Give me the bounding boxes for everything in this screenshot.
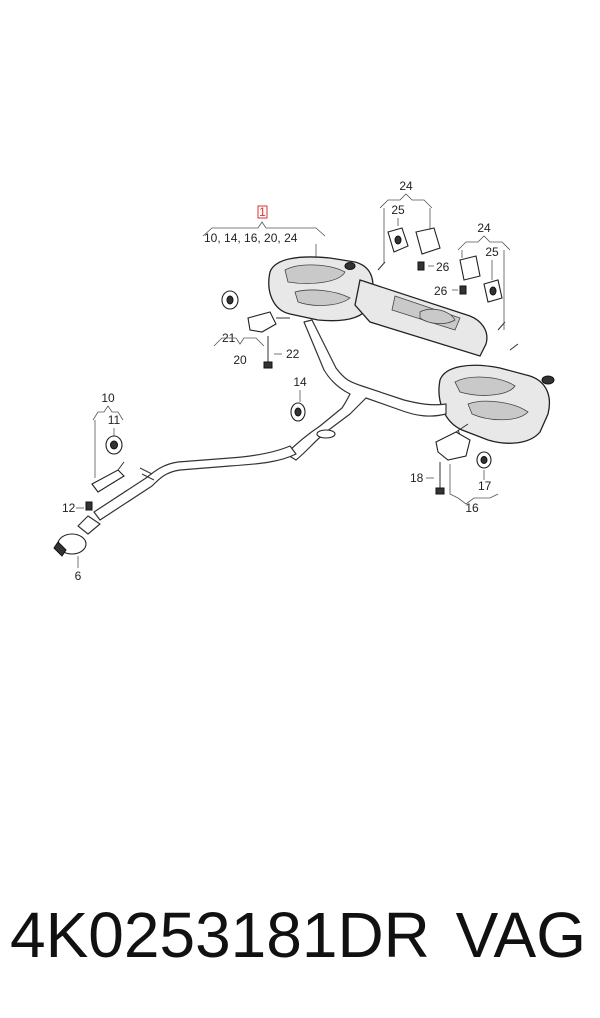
callout-12: 12 — [62, 501, 76, 515]
part-6-clamp: 6 — [53, 533, 87, 583]
tailpipe-tip-right — [541, 375, 555, 385]
part-16-hanger: 18 17 16 — [410, 423, 499, 515]
hanger-bracket-21 — [247, 311, 277, 333]
hanger-bracket-10 — [91, 469, 125, 493]
part-1-bracket — [202, 221, 326, 237]
center-pipe — [77, 319, 447, 535]
bolt-26b — [459, 285, 467, 295]
hanger-bracket-16 — [435, 431, 471, 461]
callout-25b: 25 — [485, 245, 499, 259]
callout-14: 14 — [293, 375, 307, 389]
hanger-bracket-24a — [415, 227, 441, 255]
footer: 4K0253181DR VAG — [0, 880, 600, 990]
tailpipe-tip-left — [344, 262, 356, 270]
part-number: 4K0253181DR — [10, 899, 430, 971]
callout-11: 11 — [108, 413, 121, 427]
callout-20: 20 — [233, 353, 247, 367]
callout-6: 6 — [75, 569, 82, 583]
part-10-hanger: 10 11 12 — [62, 391, 125, 515]
front-pipe-end — [77, 515, 101, 535]
part-24-hanger-left: 24 25 26 — [379, 179, 450, 274]
front-pipe-section — [93, 445, 297, 521]
pipe-clamp-center — [316, 429, 336, 439]
callout-17: 17 — [478, 479, 492, 493]
hanger-bracket-24b — [459, 255, 481, 281]
callout-18: 18 — [410, 471, 424, 485]
bolt-12 — [85, 501, 93, 511]
part-24-hanger-right: 24 25 26 — [434, 221, 511, 330]
callout-22: 22 — [286, 347, 300, 361]
callout-25a: 25 — [391, 203, 405, 217]
bolt-18 — [435, 487, 445, 495]
part-1-group-label: 10, 14, 16, 20, 24 — [204, 231, 298, 245]
callout-10: 10 — [101, 391, 115, 405]
callout-16: 16 — [465, 501, 479, 515]
callout-26a: 26 — [436, 260, 450, 274]
exhaust-system-diagram: 1 10, 14, 16, 20, 24 — [53, 179, 555, 583]
part-20-hanger: 21 20 22 — [213, 290, 300, 369]
callout-26b: 26 — [434, 284, 448, 298]
brand-label: VAG — [455, 899, 586, 971]
rear-muffler-assembly — [268, 256, 555, 444]
bolt-26a — [417, 261, 425, 271]
callout-24b: 24 — [477, 221, 491, 235]
y-pipe-section — [285, 319, 447, 461]
part-14-ring: 14 — [290, 375, 307, 422]
callout-24a: 24 — [399, 179, 413, 193]
part-1-number: 1 — [259, 205, 266, 219]
bolt-22 — [263, 361, 273, 369]
